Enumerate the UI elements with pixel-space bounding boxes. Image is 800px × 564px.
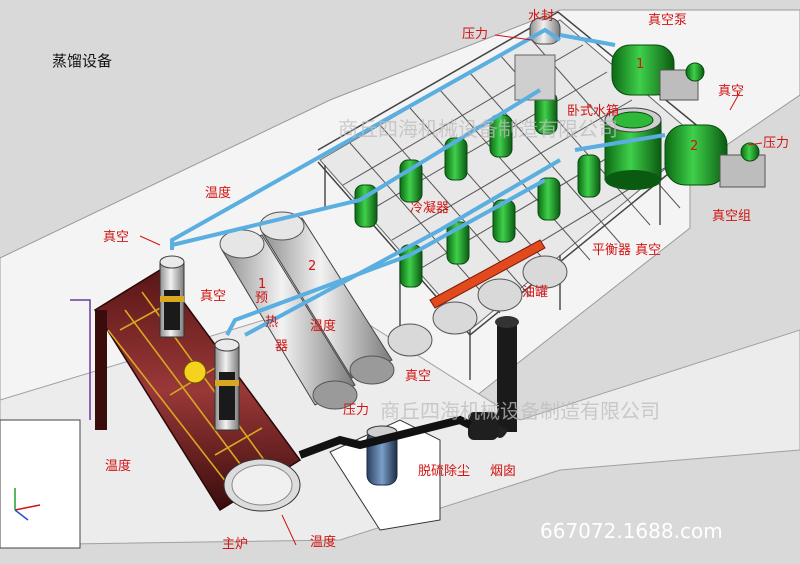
oil-tanks — [387, 255, 568, 357]
label-pre: 预 — [255, 291, 268, 306]
main-furnace — [93, 268, 302, 512]
label-temp-left: 温度 — [205, 185, 231, 201]
chimney — [468, 316, 519, 440]
flue-duct — [298, 415, 472, 459]
pipes — [170, 27, 666, 337]
label-temp-mid: 温度 — [310, 318, 336, 334]
label-water-seal: 水封 — [528, 9, 554, 24]
label-vacuum-pump: 真空泵 — [648, 13, 687, 28]
label-vacuum-group: 真空组 — [712, 209, 751, 224]
vacuum-pump-1 — [611, 44, 705, 101]
vacuum-pump-2 — [664, 124, 766, 188]
label-pressure-bottom: 压力 — [343, 403, 369, 418]
label-chimney: 烟囱 — [490, 464, 516, 479]
label-desulfur: 脱硫除尘 — [418, 464, 470, 479]
label-horizontal-tank: 卧式水箱 — [567, 103, 619, 119]
label-oil-tank: 油罐 — [522, 285, 548, 300]
label-vacuum-bottom: 真空 — [405, 369, 431, 384]
label-vacuum-right: 真空 — [718, 84, 744, 99]
label-num-pre-1: 1 — [258, 277, 266, 292]
label-pressure-top: 压力 — [462, 27, 488, 42]
watermark-company-top: 商丘四海机械设备制造有限公司 — [338, 117, 618, 141]
cable-line — [70, 299, 91, 420]
furnace-tower-1 — [159, 255, 185, 338]
label-temp-bottom-left: 温度 — [105, 458, 131, 474]
leader-lines — [139, 34, 763, 546]
label-condenser: 冷凝器 — [410, 200, 449, 216]
label-num-pre-2: 2 — [308, 259, 316, 274]
label-vacuum-left: 真空 — [103, 230, 129, 245]
diagram-title: 蒸馏设备 — [52, 52, 112, 70]
pre-heater-2 — [259, 211, 395, 385]
label-num-pump-2: 2 — [690, 139, 698, 154]
label-vacuum-mid: 真空 — [200, 289, 226, 304]
floor-pad-left — [0, 419, 81, 549]
horizontal-water-tank — [604, 107, 662, 190]
label-temp-bottom: 温度 — [310, 534, 336, 550]
pre-heater-1 — [219, 229, 358, 410]
oil-heater-bar — [429, 239, 546, 309]
furnace-tower-2 — [214, 338, 240, 431]
label-heat: 热 — [265, 315, 278, 330]
watermark-company-bottom: 商丘四海机械设备制造有限公司 — [380, 399, 660, 423]
label-main-furnace: 主炉 — [222, 537, 248, 552]
label-num-pump-1: 1 — [636, 57, 644, 72]
label-pressure-right: 压力 — [763, 136, 789, 151]
label-balancer-vacuum: 平衡器 真空 — [592, 243, 661, 258]
axis-gizmo — [14, 488, 41, 521]
label-device: 器 — [275, 339, 288, 354]
watermark-site: 667072.1688.com — [540, 519, 723, 543]
